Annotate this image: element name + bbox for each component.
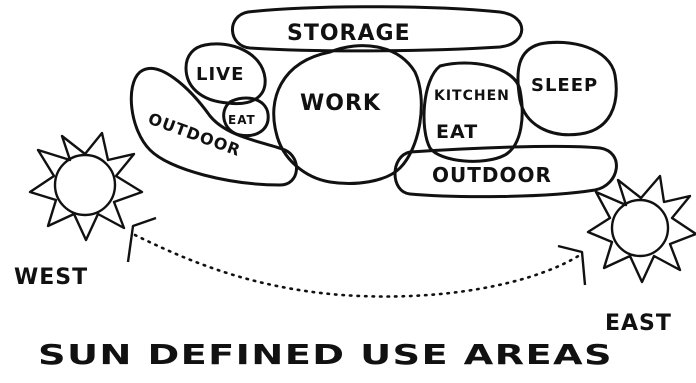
storage-zone: STORAGE [231, 5, 524, 53]
kitchen-eat-label: EAT [436, 121, 478, 143]
live-label: LIVE [196, 64, 244, 85]
eat-zone: EAT [222, 96, 270, 138]
work-label: WORK [300, 91, 381, 116]
kitchen-eat-zone: KITCHEN EAT [422, 61, 524, 163]
live-zone: LIVE [184, 42, 267, 106]
west-arrowhead-icon [126, 216, 157, 263]
outdoor-east-zone: OUTDOOR [393, 144, 618, 199]
sun-path-arrow [126, 216, 587, 298]
east-arrowhead-icon [557, 244, 587, 286]
kitchen-label: KITCHEN [434, 88, 510, 104]
sleep-label: SLEEP [531, 75, 598, 96]
storage-label: STORAGE [287, 21, 411, 46]
west-sun-icon [28, 131, 144, 242]
outdoor-east-label: OUTDOOR [432, 163, 552, 187]
eat-label: EAT [228, 113, 256, 127]
east-sun-icon [586, 174, 696, 284]
west-label: WEST [14, 265, 88, 290]
diagram-caption: SUN DEFINED USE AREAS [38, 338, 613, 371]
east-label: EAST [605, 311, 672, 336]
outdoor-west-zone: OUTDOOR [129, 66, 298, 187]
sleep-zone: SLEEP [516, 40, 618, 137]
work-zone: WORK [272, 44, 423, 185]
